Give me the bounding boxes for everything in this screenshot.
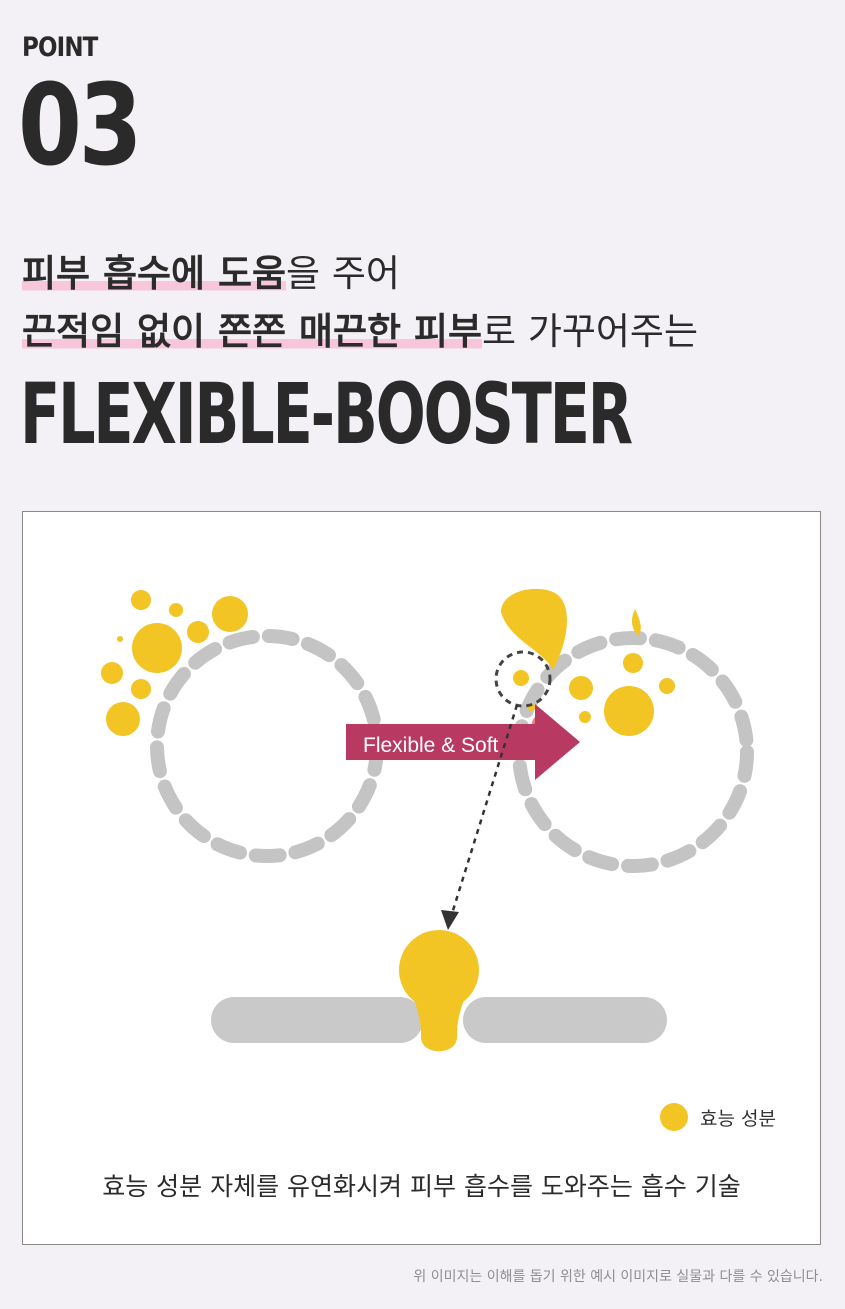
point-number: 03 (18, 61, 143, 191)
diagram-caption: 효능 성분 자체를 유연화시켜 피부 흡수를 도와주는 흡수 기술 (102, 1172, 741, 1201)
product-title: FLEXIBLE-BOOSTER (20, 365, 633, 463)
skin-bar-left (211, 997, 423, 1043)
flexible-soft-arrow: Flexible & Soft (346, 704, 580, 780)
headline-line-1-highlight: 피부 흡수에 도움 (22, 252, 287, 295)
headline-line-1: 피부 흡수에 도움을 주어 (22, 252, 400, 296)
ingredient-legend-dot (660, 1103, 688, 1131)
headline-line-2-rest: 로 가꾸어주는 (482, 310, 699, 353)
diagram-panel: Flexible & Soft 효능 성분 효능 성분 자체를 유연화시켜 피부… (22, 511, 821, 1245)
zoom-circle (494, 650, 552, 708)
headline-line-2-highlight: 끈적임 없이 쫀쫀 매끈한 피부 (22, 310, 483, 353)
headline-line-1-rest: 을 주어 (286, 252, 400, 295)
left-ingredient-cluster (101, 590, 248, 736)
legend: 효능 성분 (660, 1102, 776, 1132)
headline-line-2: 끈적임 없이 쫀쫀 매끈한 피부로 가꾸어주는 (22, 310, 698, 354)
skin-bar-right (463, 997, 667, 1043)
point-label: POINT (22, 32, 98, 63)
zoom-pointer-arrowhead (441, 910, 459, 930)
arrow-label: Flexible & Soft (363, 734, 499, 757)
disclaimer: 위 이미지는 이해를 돕기 위한 예시 이미지로 실물과 다를 수 있습니다. (413, 1269, 823, 1285)
penetrating-droplet (399, 930, 479, 1052)
legend-label: 효능 성분 (700, 1107, 776, 1130)
zoom-pointer-line (448, 704, 519, 921)
left-dashed-circle (150, 629, 384, 863)
flexible-booster-diagram: Flexible & Soft (101, 588, 754, 1052)
